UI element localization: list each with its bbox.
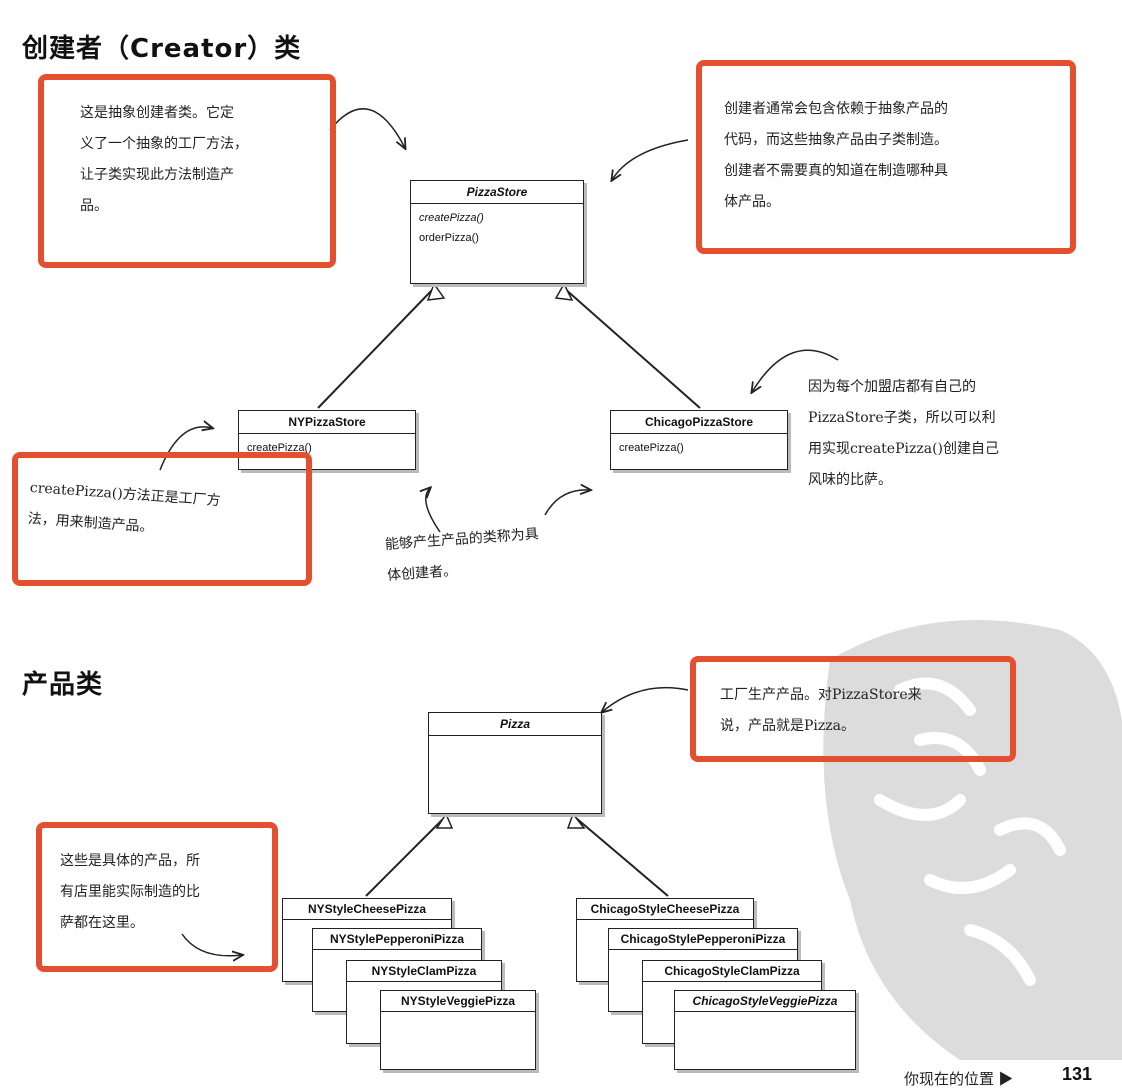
- note-subclass: 因为每个加盟店都有自己的 PizzaStore子类，所以可以利 用实现creat…: [808, 372, 1108, 496]
- class-name: ChicagoStyleVeggiePizza: [675, 991, 855, 1012]
- note-line: 创建者不需要真的知道在制造哪种具: [724, 163, 948, 179]
- footer-where-you-are: 你现在的位置 ▶: [904, 1068, 1013, 1089]
- class-pizza-store: PizzaStore createPizza() orderPizza(): [410, 180, 584, 284]
- note-line: 让子类实现此方法制造产: [80, 167, 234, 183]
- class-chicago-veggie-pizza: ChicagoStyleVeggiePizza: [674, 990, 856, 1070]
- class-name: Pizza: [429, 713, 601, 736]
- inherit-line-chicago: [563, 287, 701, 409]
- note-line: 义了一个抽象的工厂方法，: [80, 136, 248, 152]
- pointer-factory-produces: [602, 686, 689, 712]
- note-line: 代码，而这些抽象产品由子类制造。: [724, 132, 948, 148]
- class-name: PizzaStore: [411, 181, 583, 204]
- footer-label: 你现在的位置: [904, 1071, 995, 1088]
- class-name: ChicagoStyleCheesePizza: [577, 899, 753, 920]
- inherit-line-chicago-pizza: [575, 817, 669, 897]
- inherit-arrow-ny-pizza: [435, 812, 454, 829]
- method-create-pizza: createPizza(): [619, 442, 684, 454]
- note-line: 这是抽象创建者类。它定: [80, 105, 234, 121]
- page-number: 131: [1062, 1064, 1093, 1084]
- note-line: 用实现createPizza()创建自己: [808, 441, 999, 457]
- class-ny-pizza-store: NYPizzaStore createPizza(): [238, 410, 416, 470]
- method-create-pizza: createPizza(): [247, 442, 312, 454]
- note-line: 因为每个加盟店都有自己的: [808, 379, 976, 395]
- pointer-concrete-creator-right: [544, 490, 590, 516]
- pointer-concrete-products: [181, 933, 242, 956]
- class-name: NYStyleVeggiePizza: [381, 991, 535, 1012]
- inherit-line-ny: [317, 287, 435, 409]
- inherit-line-ny-pizza: [365, 817, 445, 897]
- note-line: PizzaStore子类，所以可以利: [808, 410, 996, 426]
- pointer-subclass: [752, 349, 839, 392]
- note-line: 萨都在这里。: [60, 915, 144, 931]
- note-line: 这些是具体的产品，所: [60, 853, 200, 869]
- class-name: ChicagoStyleClamPizza: [643, 961, 821, 982]
- watermark-seal: [823, 620, 1122, 1060]
- pointer-factory-method: [159, 427, 212, 471]
- class-name: NYStyleCheesePizza: [283, 899, 451, 920]
- note-creator-depends: 创建者通常会包含依赖于抽象产品的 代码，而这些抽象产品由子类制造。 创建者不需要…: [696, 60, 1076, 254]
- class-name: NYStylePepperoniPizza: [313, 929, 481, 950]
- note-line: 有店里能实际制造的比: [60, 884, 200, 900]
- creator-section-title: 创建者（Creator）类: [22, 34, 302, 64]
- note-line: 品。: [80, 198, 108, 214]
- note-line: 风味的比萨。: [808, 472, 892, 488]
- inherit-arrow-ny: [426, 282, 446, 301]
- inherit-arrow-chicago: [554, 282, 574, 301]
- note-line: 体产品。: [724, 194, 780, 210]
- class-name: NYStyleClamPizza: [347, 961, 501, 982]
- note-line: 说，产品就是Pizza。: [720, 718, 855, 734]
- inherit-arrow-chicago-pizza: [566, 812, 586, 829]
- class-chicago-pizza-store: ChicagoPizzaStore createPizza(): [610, 410, 788, 470]
- note-line: 工厂生产产品。对PizzaStore来: [720, 687, 922, 703]
- class-name: NYPizzaStore: [239, 411, 415, 434]
- product-section-title: 产品类: [22, 670, 104, 700]
- note-line: 创建者通常会包含依赖于抽象产品的: [724, 101, 948, 117]
- method-order-pizza: orderPizza(): [419, 232, 479, 244]
- note-factory-method: createPizza()方法正是工厂方 法，用来制造产品。: [12, 452, 312, 586]
- pointer-abstract-creator: [329, 108, 405, 148]
- class-ny-veggie-pizza: NYStyleVeggiePizza: [380, 990, 536, 1070]
- note-factory-produces: 工厂生产产品。对PizzaStore来 说，产品就是Pizza。: [690, 656, 1016, 762]
- note-concrete-products: 这些是具体的产品，所 有店里能实际制造的比 萨都在这里。: [36, 822, 278, 972]
- class-pizza: Pizza: [428, 712, 602, 814]
- note-abstract-creator: 这是抽象创建者类。它定 义了一个抽象的工厂方法， 让子类实现此方法制造产 品。: [38, 74, 336, 268]
- pointer-concrete-creator-left: [426, 488, 441, 533]
- method-create-pizza: createPizza(): [419, 212, 484, 224]
- pointer-creator-depends: [612, 139, 689, 180]
- class-name: ChicagoStylePepperoniPizza: [609, 929, 797, 950]
- class-name: ChicagoPizzaStore: [611, 411, 787, 434]
- triangle-right-icon: ▶: [998, 1071, 1014, 1088]
